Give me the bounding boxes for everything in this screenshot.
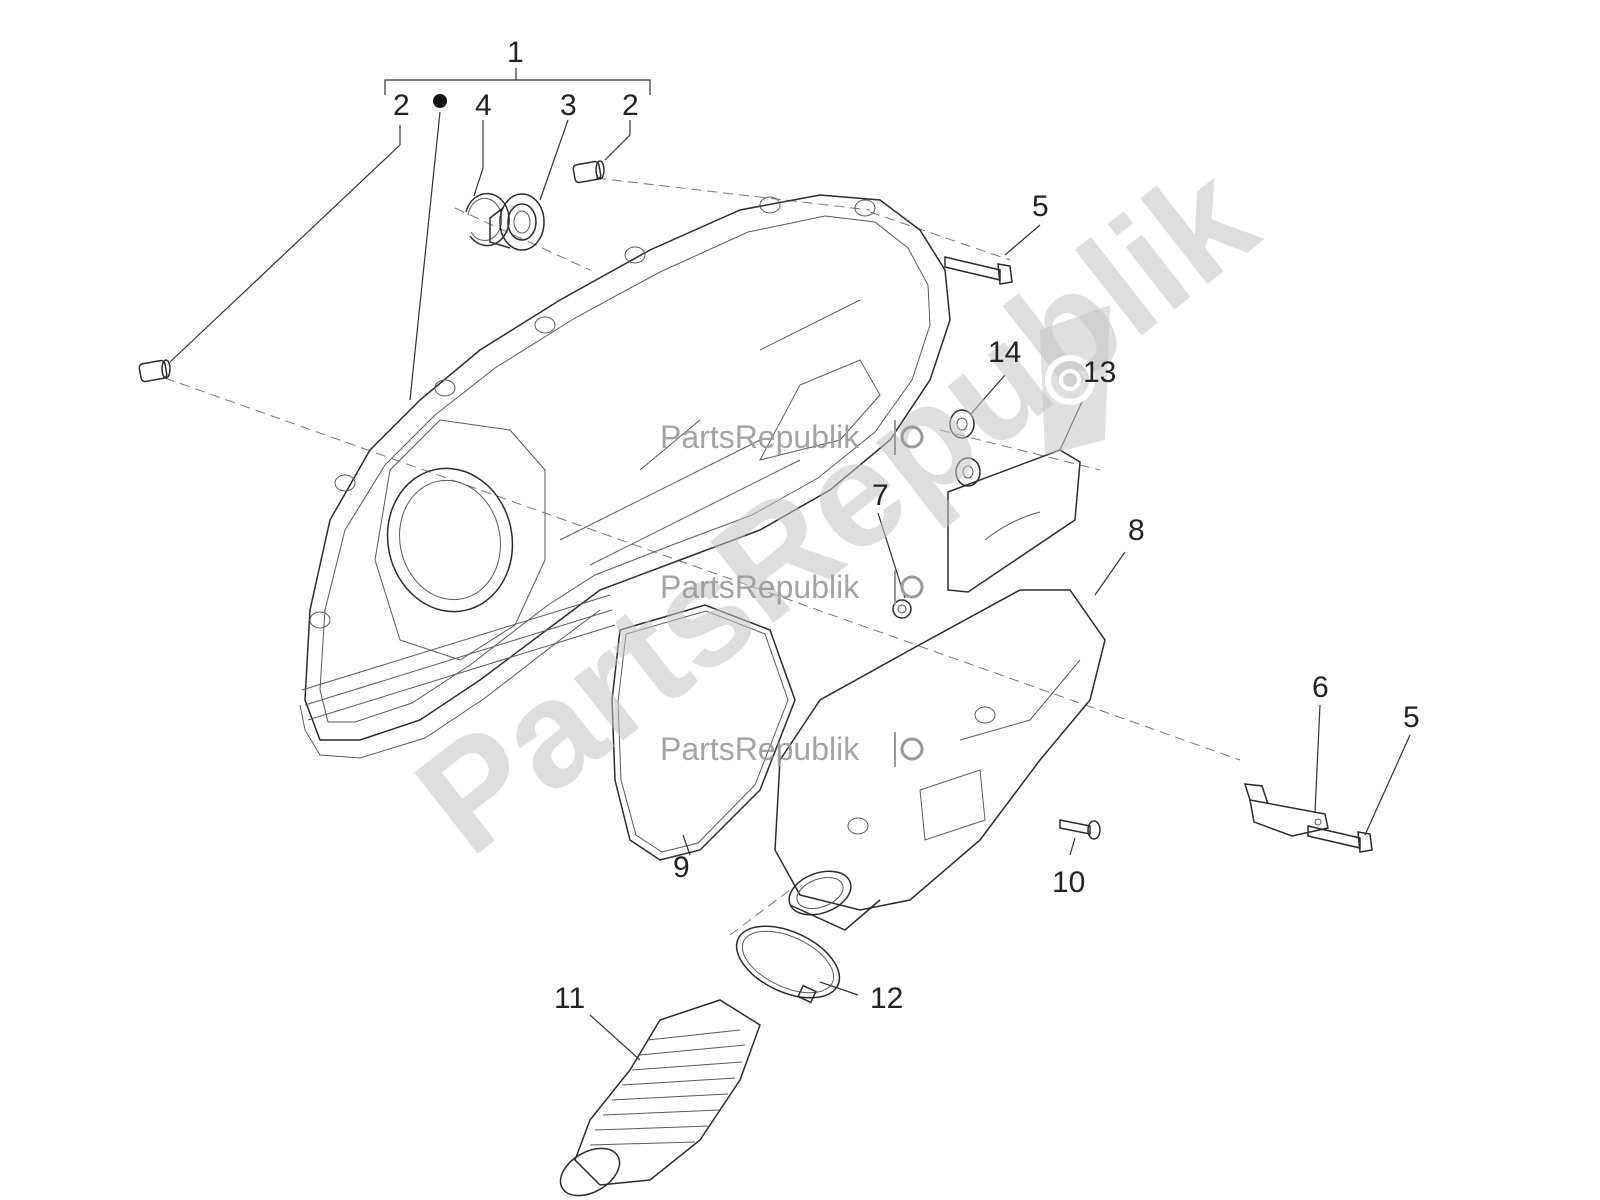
callout-14: 14 bbox=[988, 336, 1021, 369]
watermark-gear-icon-3 bbox=[894, 732, 924, 767]
callout-11: 11 bbox=[554, 982, 585, 1015]
leader-lines bbox=[169, 111, 1411, 1061]
callout-2-left: 2 bbox=[393, 89, 410, 122]
callout-10: 10 bbox=[1052, 866, 1085, 899]
watermark-gear-icon-1 bbox=[894, 420, 924, 455]
watermark-gear-icon-2 bbox=[894, 570, 924, 605]
bearing bbox=[489, 193, 545, 251]
hose-clamp bbox=[735, 925, 841, 1004]
callout-6: 6 bbox=[1312, 671, 1329, 704]
bolt-upper bbox=[944, 256, 1013, 285]
callout-5-upper: 5 bbox=[1032, 190, 1049, 223]
screw-7 bbox=[892, 599, 912, 619]
callout-1: 1 bbox=[507, 36, 524, 69]
watermark-large: PartsRepublik bbox=[386, 132, 1285, 886]
gear-icon bbox=[1040, 305, 1110, 455]
callout-8: 8 bbox=[1128, 514, 1145, 547]
group-bracket bbox=[384, 68, 651, 95]
callout-2-right: 2 bbox=[622, 89, 639, 122]
dowel-pin-right bbox=[572, 160, 605, 184]
callout-7: 7 bbox=[872, 479, 889, 512]
assembly-axes bbox=[164, 177, 1241, 936]
group-marker-dot bbox=[433, 94, 447, 108]
callout-3: 3 bbox=[560, 89, 577, 122]
callout-4: 4 bbox=[475, 89, 492, 122]
watermark-small-1: PartsRepublik bbox=[660, 419, 860, 455]
callout-13: 13 bbox=[1083, 356, 1116, 389]
watermark-small-3: PartsRepublik bbox=[660, 731, 860, 767]
circlip bbox=[465, 192, 510, 247]
dowel-pin-left bbox=[138, 359, 171, 383]
gasket bbox=[611, 604, 796, 861]
bracket-clip bbox=[1243, 783, 1329, 837]
callout-9: 9 bbox=[673, 851, 690, 884]
grommet-lower bbox=[955, 457, 981, 487]
intake-bellows bbox=[559, 999, 761, 1197]
callout-5-lower: 5 bbox=[1403, 701, 1420, 734]
transmission-cover bbox=[299, 194, 951, 759]
watermark-small-2: PartsRepublik bbox=[660, 569, 860, 605]
screw-10 bbox=[1059, 819, 1101, 840]
grommet-upper bbox=[949, 409, 975, 439]
callout-12: 12 bbox=[870, 982, 903, 1015]
air-filter-housing bbox=[774, 589, 1106, 931]
